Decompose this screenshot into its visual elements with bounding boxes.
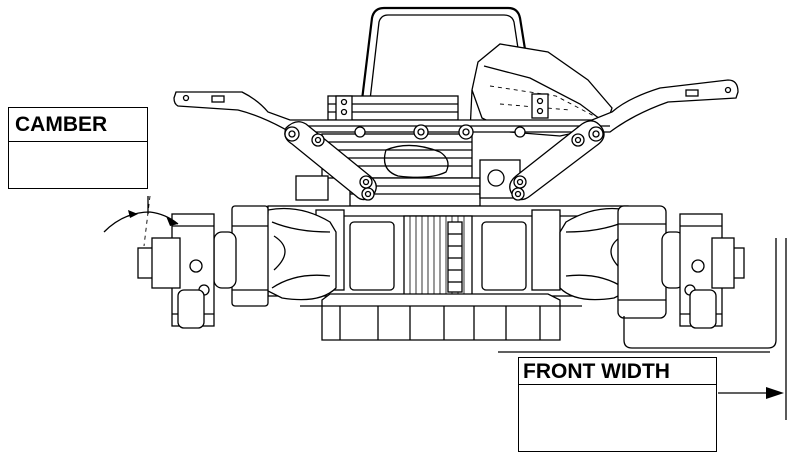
camber-title: CAMBER	[9, 108, 147, 142]
fuel-tank	[469, 43, 613, 137]
front-width-dimension	[498, 238, 787, 420]
front-width-label-box: FRONT WIDTH	[518, 357, 717, 452]
right-wheel-assembly	[559, 205, 745, 329]
front-width-title: FRONT WIDTH	[519, 358, 716, 385]
left-wheel-assembly	[137, 205, 337, 329]
camber-label-box: CAMBER	[8, 107, 148, 189]
camber-value-field[interactable]	[9, 142, 147, 188]
roll-hoop	[360, 6, 530, 101]
bottom-tray	[300, 293, 582, 341]
left-upper-arm	[284, 121, 377, 201]
front-width-value-field[interactable]	[519, 385, 716, 451]
top-deck	[173, 79, 739, 133]
camber-indicator	[103, 195, 179, 247]
upper-arm-pivots	[354, 124, 526, 140]
right-upper-arm	[509, 120, 605, 201]
